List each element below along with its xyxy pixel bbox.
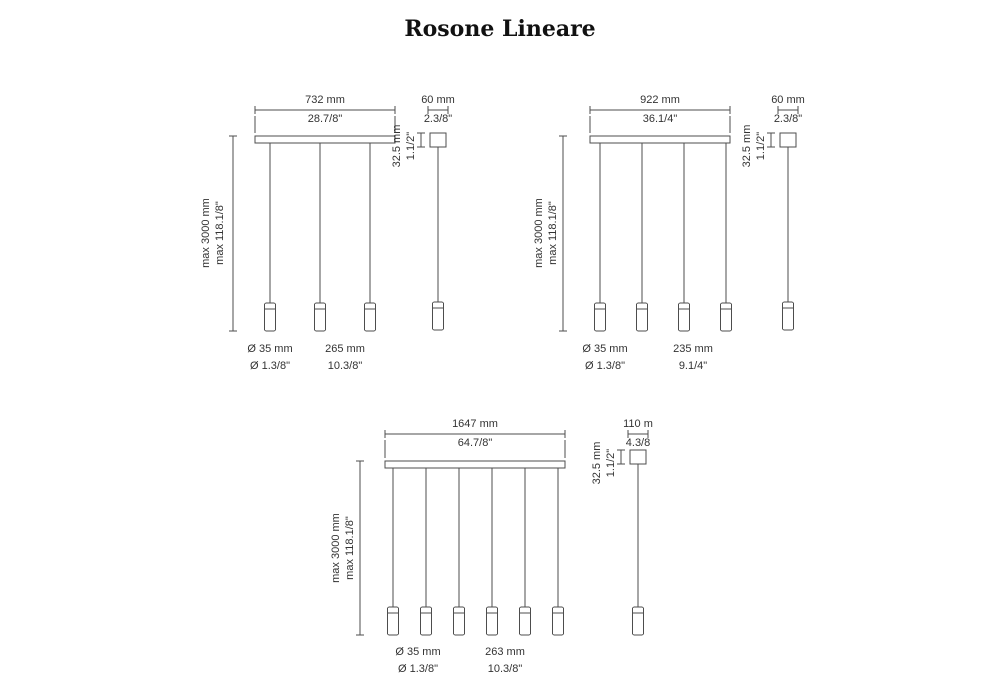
width-label-in: 28.7/8": [307, 113, 343, 125]
width-label-mm: 922 mm: [640, 94, 680, 106]
width-label-in: 36.1/4": [642, 113, 678, 125]
spacing-label-in: 10.3/8": [327, 360, 363, 372]
page-title: Rosone Lineare: [404, 16, 596, 42]
fixture-3-light: [229, 106, 449, 332]
single-canopy-label-in: 2.3/8": [773, 113, 803, 125]
single-canopy-label-mm: 60 mm: [771, 94, 805, 106]
max-drop-dimension-line: [559, 135, 567, 332]
canopy-height-mm: 32.5 mm: [591, 441, 603, 485]
canopy-height-in: 1.1/2": [405, 131, 417, 161]
single-canopy-label-in: 2.3/8": [423, 113, 453, 125]
width-dimension-line: [589, 106, 731, 133]
cables: [392, 468, 559, 607]
canopy-height-in: 1.1/2": [755, 131, 767, 161]
diameter-label-mm: Ø 35 mm: [395, 646, 441, 658]
single-pendant: [417, 106, 449, 331]
diameter-label-in: Ø 1.3/8": [398, 663, 438, 675]
canopy-height-mm: 32.5 mm: [741, 124, 753, 168]
max-drop-mm: max 3000 mm: [330, 513, 342, 583]
single-pendant: [767, 106, 799, 331]
lamp-cylinders: [594, 302, 732, 332]
max-drop-in: max 118.1/8": [214, 201, 226, 265]
width-label-mm: 1647 mm: [452, 418, 498, 430]
width-dimension-line: [254, 106, 396, 133]
canopy-height-label: 32.5 mm 1.1/2": [740, 114, 768, 178]
max-drop-label: max 3000 mm max 118.1/8": [329, 488, 357, 608]
diameter-label-mm: Ø 35 mm: [247, 343, 293, 355]
canopy-bar: [589, 135, 731, 144]
max-drop-mm: max 3000 mm: [200, 198, 212, 268]
single-canopy-label-in: 4.3/8: [625, 437, 651, 449]
max-drop-mm: max 3000 mm: [533, 198, 545, 268]
fixture-6-light: [356, 430, 649, 636]
width-dimension-line: [384, 430, 566, 458]
single-canopy-label-mm: 110 m: [623, 418, 653, 430]
spacing-label-in: 10.3/8": [487, 663, 523, 675]
spacing-label-mm: 235 mm: [673, 343, 713, 355]
canopy-height-label: 32.5 mm 1.1/2": [390, 114, 418, 178]
lamp-cylinders: [387, 606, 564, 636]
canopy-height-in: 1.1/2": [605, 448, 617, 478]
width-label-in: 64.7/8": [457, 437, 493, 449]
single-canopy: [779, 132, 797, 148]
width-label-mm: 732 mm: [305, 94, 345, 106]
max-drop-in: max 118.1/8": [344, 516, 356, 580]
fixture-4-light: [559, 106, 799, 332]
spacing-label-mm: 265 mm: [325, 343, 365, 355]
cables: [269, 143, 371, 303]
max-drop-label: max 3000 mm max 118.1/8": [532, 173, 560, 293]
lamp-cylinders: [264, 302, 376, 332]
max-drop-label: max 3000 mm max 118.1/8": [199, 173, 227, 293]
canopy-bar: [254, 135, 396, 144]
diameter-label-in: Ø 1.3/8": [250, 360, 290, 372]
single-canopy-label-mm: 60 mm: [421, 94, 455, 106]
max-drop-in: max 118.1/8": [547, 201, 559, 265]
single-pendant: [617, 430, 649, 636]
max-drop-dimension-line: [356, 460, 364, 636]
diameter-label-mm: Ø 35 mm: [582, 343, 628, 355]
max-drop-dimension-line: [229, 135, 237, 332]
single-canopy: [429, 132, 447, 148]
canopy-height-mm: 32.5 mm: [391, 124, 403, 168]
spacing-label-mm: 263 mm: [485, 646, 525, 658]
canopy-bar: [384, 460, 566, 469]
canopy-height-label: 32.5 mm 1.1/2": [590, 431, 618, 495]
single-canopy: [629, 449, 647, 465]
spacing-label-in: 9.1/4": [678, 360, 708, 372]
diameter-label-in: Ø 1.3/8": [585, 360, 625, 372]
cables: [599, 143, 727, 303]
